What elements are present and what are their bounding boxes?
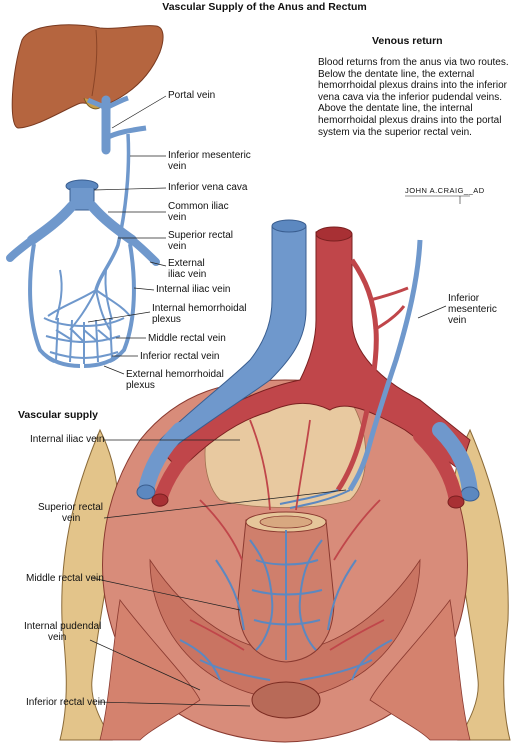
label-inferior-mesenteric-1: Inferior mesenteric: [168, 150, 251, 161]
liver-fissure: [91, 29, 98, 97]
label-vs-middle-rectal: Middle rectal vein: [26, 573, 104, 584]
iliac-vein-right: [432, 422, 478, 500]
label-vs-inferior-mesenteric-1: Inferior: [448, 293, 480, 304]
aorta-opening: [315, 226, 353, 242]
venous-return-heading: Venous return: [372, 35, 443, 47]
bottom-leader-lines: [89, 305, 447, 707]
label-internal-iliac: Internal iliac vein: [156, 284, 231, 295]
venous-return-text: Blood returns from the anus via two rout…: [318, 57, 509, 138]
schematic-plexus: [39, 269, 131, 364]
label-vs-superior-rectal-1: Superior rectal: [38, 502, 104, 513]
iliac-vein-left-opening: [136, 484, 156, 500]
label-inferior-rectal: Inferior rectal vein: [140, 351, 220, 362]
label-superior-rectal-1: Superior rectal: [168, 230, 234, 241]
label-external-iliac-1: External: [168, 258, 205, 269]
external-iliac-right: [128, 236, 160, 266]
rectal-venous-plexus: [179, 489, 393, 681]
label-ivc: Inferior vena cava: [168, 182, 248, 193]
vascular-supply-heading: Vascular supply: [18, 409, 98, 421]
pelvic-floor: [149, 558, 421, 701]
label-common-iliac-1: Common iliac: [168, 201, 229, 212]
common-iliac-left: [27, 201, 77, 245]
iliac-artery-right-opening: [447, 495, 465, 509]
label-external-hemorrhoidal-2: plexus: [126, 380, 155, 391]
portal-branch-right: [86, 97, 108, 111]
mesenteric-branch-1: [369, 286, 409, 302]
label-internal-hemorrhoidal-2: plexus: [152, 314, 181, 325]
iliac-vein-right-opening: [460, 486, 480, 502]
rectal-lumen-inner: [259, 515, 313, 529]
common-iliac-right: [87, 201, 137, 245]
aorta: [159, 227, 471, 471]
label-external-iliac-2: iliac vein: [168, 269, 207, 280]
anal-canal: [251, 681, 321, 719]
pelvic-arteries: [189, 419, 385, 651]
inferior-mesenteric-vein-schematic: [94, 133, 131, 291]
label-vs-internal-pudendal-1: Internal pudendal: [24, 621, 102, 632]
label-inferior-mesenteric-2: vein: [168, 161, 187, 172]
internal-iliac-right: [83, 243, 136, 368]
portal-branch-left: [104, 95, 129, 111]
label-portal-vein: Portal vein: [168, 90, 216, 101]
figure-title: Vascular Supply of the Anus and Rectum: [162, 1, 367, 13]
internal-iliac-left: [28, 243, 81, 368]
label-middle-rectal: Middle rectal vein: [148, 333, 226, 344]
label-external-hemorrhoidal-1: External hemorrhoidal: [126, 369, 224, 380]
splenic-vein: [104, 125, 147, 141]
label-common-iliac-2: vein: [168, 212, 187, 223]
mesenteric-branch-2: [373, 305, 406, 332]
label-vs-internal-pudendal-2: vein: [48, 632, 67, 643]
inferior-mesenteric-vein: [347, 239, 423, 492]
label-vs-inferior-rectal: Inferior rectal vein: [26, 697, 106, 708]
illustrator-signature: JOHN A.CRAIG__AD: [405, 186, 485, 195]
iliac-artery-left-opening: [151, 493, 169, 507]
iliac-artery-right: [413, 429, 463, 507]
thigh-left: [99, 599, 201, 741]
label-vs-superior-rectal-2: vein: [62, 513, 81, 524]
label-vs-inferior-mesenteric-2: mesenteric: [448, 304, 497, 315]
external-iliac-left: [6, 236, 36, 262]
label-vs-internal-iliac: Internal iliac vein: [30, 434, 105, 445]
label-vs-inferior-mesenteric-3: vein: [448, 315, 467, 326]
schematic-leader-lines: [87, 95, 167, 375]
ivc-large-opening: [271, 219, 307, 233]
liver: [11, 24, 164, 129]
label-superior-rectal-2: vein: [168, 241, 187, 252]
inferior-mesenteric-artery: [335, 258, 379, 492]
label-internal-hemorrhoidal-1: Internal hemorrhoidal: [152, 303, 247, 314]
thigh-right: [369, 599, 471, 741]
iliac-vein-left: [138, 422, 188, 498]
